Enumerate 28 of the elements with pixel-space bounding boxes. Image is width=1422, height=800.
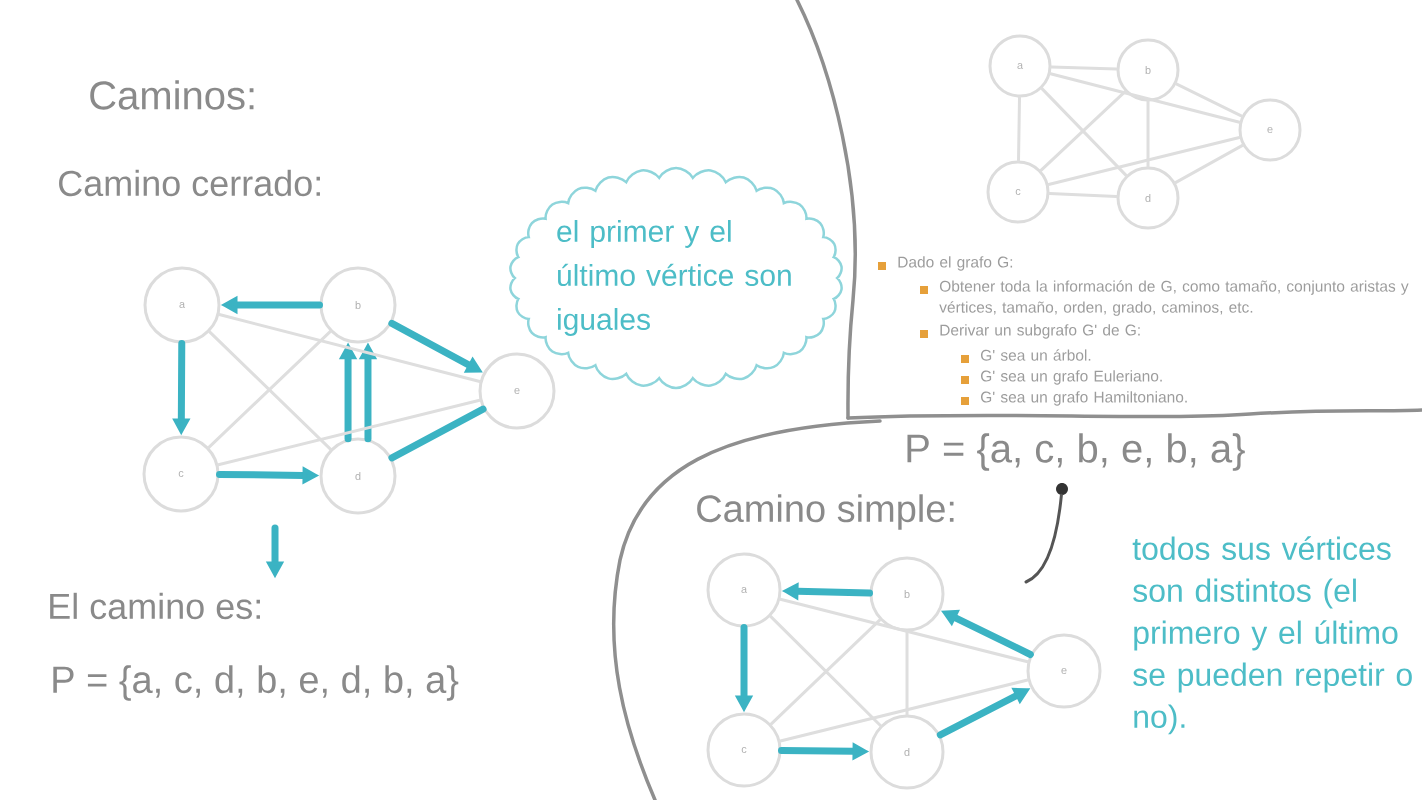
list-item: Derivar un subgrafo G' de G: [940, 324, 1140, 339]
graph-edge [1174, 82, 1244, 118]
graph-edge [1174, 143, 1244, 185]
handwritten-title: Caminos: [90, 80, 254, 110]
leader-line [1024, 493, 1063, 584]
list-item: Dado el grafo G: [898, 256, 1013, 271]
list-item: G' sea un grafo Hamiltoniano. [981, 391, 1187, 406]
graph-edge [1049, 72, 1241, 124]
graph-edge [778, 597, 1030, 664]
graph-edge [1047, 136, 1241, 186]
list-item: G' sea un árbol. [981, 349, 1091, 361]
handwritten-heading: El camino es: [50, 592, 260, 620]
handwritten-heading: Camino simple: [697, 494, 954, 530]
highlighted-edge [388, 405, 487, 462]
graph-edge [217, 313, 482, 383]
note-text: todos sus vértices son distintos (el primero y el último se pueden repetir o no). [1132, 536, 1412, 735]
path-notation: P = {a, c, d, b, e, d, b, a} [53, 665, 459, 701]
graph-edge [1050, 65, 1118, 71]
graph-edge [778, 678, 1030, 743]
graph-edge [1017, 96, 1021, 162]
graph-edge [1047, 191, 1119, 199]
path-notation: P = {a, c, b, e, b, a} [907, 433, 1245, 471]
handwritten-heading: Camino cerrado: [59, 169, 320, 197]
graph-edge [216, 398, 482, 467]
list-item: Obtener toda la información de G, como tamaño, conjunto aristas y vértices, tamaño, orden, grado, caminos, etc. [939, 280, 1409, 316]
graph-edge [1146, 100, 1150, 168]
graph-edge [905, 630, 909, 716]
list-item: G' sea un grafo Euleriano. [981, 370, 1162, 385]
